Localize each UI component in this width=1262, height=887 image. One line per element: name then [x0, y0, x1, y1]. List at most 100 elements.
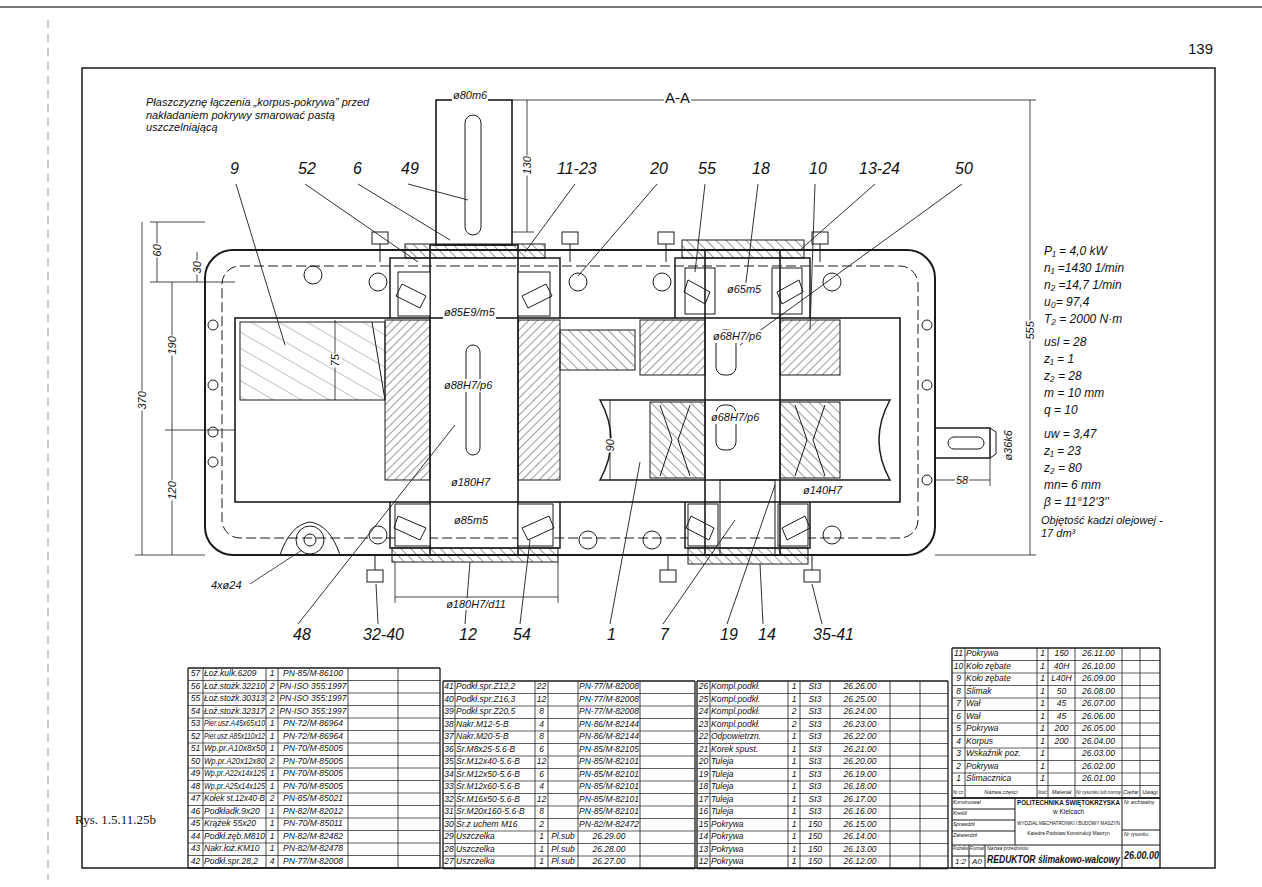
- callout-number: 35-41: [812, 626, 855, 644]
- callout-number: 52: [297, 160, 317, 178]
- callout-number: 9: [229, 160, 240, 178]
- table-cell: 1: [270, 669, 275, 679]
- page-number: 139: [1188, 40, 1213, 57]
- table-line: [443, 843, 695, 844]
- table-line: [697, 693, 948, 694]
- dimension: ø65m5: [726, 283, 762, 296]
- callout-number: 55: [697, 160, 717, 178]
- table-cell: 150: [808, 845, 822, 855]
- table-cell: PN-77/M-82008: [283, 857, 343, 867]
- table-line: [697, 818, 948, 819]
- dimension: 90: [604, 438, 617, 452]
- table-cell: Ciężar: [1123, 789, 1139, 795]
- table-cell: PN-77/M-82008: [579, 707, 639, 717]
- table-cell: 2: [270, 757, 275, 767]
- table-line: [443, 731, 695, 732]
- table-cell: 1: [792, 745, 797, 755]
- parameter: usl = 28: [1043, 336, 1087, 350]
- table-cell: Koło zębate: [966, 662, 1011, 672]
- table-cell: 46: [191, 807, 200, 817]
- callout-number: 6: [352, 160, 363, 178]
- table-line: [455, 681, 456, 869]
- table-cell: 2: [270, 694, 275, 704]
- table-line: [952, 735, 1160, 736]
- title-cell: Kreślił: [953, 811, 967, 817]
- table-cell: PN-ISO 355:1997: [279, 682, 346, 692]
- parameter: n₁ =1430 1/min: [1043, 262, 1125, 276]
- table-cell: 26.22.00: [843, 732, 876, 742]
- table-cell: 1: [1040, 674, 1045, 684]
- table-cell: 26.16.00: [843, 807, 876, 817]
- table-cell: 27: [444, 857, 453, 867]
- table-cell: 26.10.00: [1082, 662, 1115, 672]
- table-line: [697, 868, 948, 869]
- table-cell: Łoż.stożk.32210: [204, 682, 265, 692]
- table-cell: 54: [191, 707, 200, 717]
- table-cell: Nakr.łoż.KM10: [204, 844, 259, 854]
- table-line: [697, 731, 948, 732]
- table-cell: 53: [191, 719, 200, 729]
- table-cell: 200: [1054, 737, 1068, 747]
- table-cell: 1: [1040, 762, 1045, 772]
- table-cell: 1: [792, 732, 797, 742]
- table-cell: 17: [699, 795, 708, 805]
- callout-number: 7: [659, 626, 670, 644]
- table-line: [697, 718, 948, 719]
- table-cell: 26.03.00: [1082, 749, 1115, 759]
- table-line: [443, 706, 695, 707]
- table-cell: 1: [539, 832, 544, 842]
- table-cell: 1: [539, 857, 544, 867]
- table-cell: 26.14.00: [843, 832, 876, 842]
- table-line: [696, 681, 697, 869]
- table-cell: St3: [809, 682, 822, 692]
- table-cell: 26.09.00: [1082, 674, 1115, 684]
- table-cell: 19: [699, 770, 708, 780]
- table-line: [188, 718, 440, 719]
- table-cell: Materiał: [1052, 789, 1072, 795]
- table-line: [952, 723, 1160, 724]
- table-cell: 4: [270, 857, 275, 867]
- table-cell: 150: [808, 832, 822, 842]
- table-cell: 45: [1057, 699, 1066, 709]
- table-cell: 25: [699, 695, 708, 705]
- table-cell: 45: [1057, 712, 1066, 722]
- section-label: A-A: [664, 89, 691, 106]
- table-cell: 150: [808, 820, 822, 830]
- table-cell: 26.26.00: [843, 682, 876, 692]
- table-line: [952, 698, 1160, 699]
- table-cell: PN-85/M-82105: [579, 745, 639, 755]
- table-cell: 26.18.00: [843, 782, 876, 792]
- table-cell: Śr.M20x160-5.6-B: [456, 807, 525, 817]
- table-cell: 22: [699, 732, 708, 742]
- table-line: [443, 831, 695, 832]
- table-cell: Pokrywa: [711, 857, 744, 867]
- table-cell: Śr.M8x25-5.6-B: [456, 745, 515, 755]
- table-cell: 26.21.00: [843, 745, 876, 755]
- dimension: 130: [521, 155, 534, 175]
- table-cell: 26.02.00: [1082, 762, 1115, 772]
- table-cell: 1: [792, 757, 797, 767]
- table-line: [188, 843, 440, 844]
- table-cell: PN-85/M-86100: [283, 669, 343, 679]
- table-cell: St3: [809, 732, 822, 742]
- table-cell: 8: [956, 687, 961, 697]
- table-cell: Podkł.spr.Z16,3: [456, 695, 515, 705]
- table-cell: 8: [539, 732, 544, 742]
- table-cell: 41: [444, 682, 453, 692]
- table-line: [697, 856, 948, 857]
- table-line: [788, 681, 789, 869]
- table-cell: 1: [792, 770, 797, 780]
- table-cell: PN-85/M-82101: [579, 782, 639, 792]
- table-cell: Wp.pr.A20x12x80: [204, 757, 265, 767]
- table-line: [278, 668, 279, 868]
- table-cell: 13: [699, 845, 708, 855]
- table-cell: 1: [1040, 774, 1045, 784]
- table-cell: PN-85/M-82101: [579, 795, 639, 805]
- table-cell: Nakr.M12-5-B: [456, 720, 509, 730]
- table-line: [442, 681, 443, 869]
- title-cell: POLITECHNIKA ŚWIĘTOKRZYSKA: [1017, 799, 1120, 806]
- table-cell: 5: [956, 724, 961, 734]
- table-line: [1159, 648, 1160, 798]
- table-cell: Podkł.spr.Z12,2: [456, 682, 515, 692]
- table-cell: Kompl.podkł.: [711, 707, 760, 717]
